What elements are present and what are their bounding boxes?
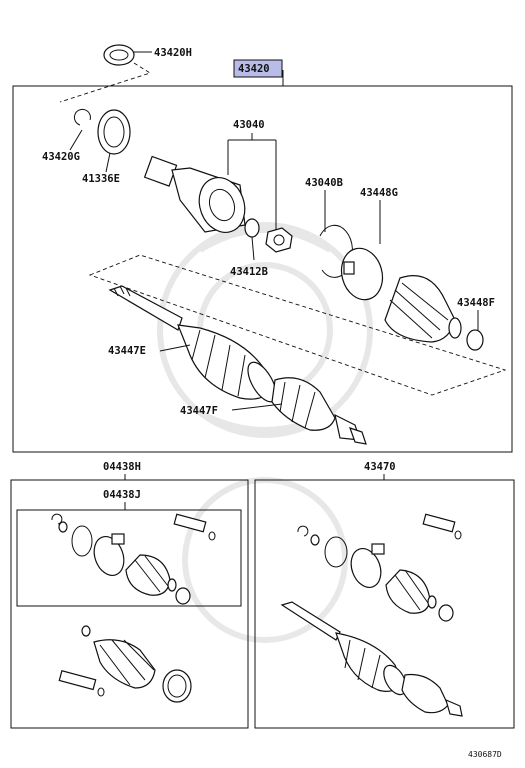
main-assembly-frame <box>12 85 513 453</box>
boot-kit-04438h-frame <box>10 479 249 729</box>
label-43447f: 43447F <box>180 405 218 417</box>
clamp-43448f[interactable] <box>466 329 484 351</box>
label-43040: 43040 <box>233 119 265 131</box>
kit-h-parts[interactable] <box>58 625 192 703</box>
label-04438j: 04438J <box>103 489 141 501</box>
kit-j-parts[interactable] <box>51 513 216 605</box>
clip-43040b[interactable] <box>319 224 353 278</box>
outboard-boot[interactable] <box>384 275 462 343</box>
boot-kit-04438j-frame <box>16 509 242 607</box>
seal-41336e[interactable] <box>97 109 131 155</box>
kit-43470-parts[interactable] <box>280 513 463 717</box>
diagram-id: 430687D <box>468 750 502 759</box>
drive-shaft[interactable] <box>108 285 183 331</box>
snap-ring-43420g[interactable] <box>74 108 91 126</box>
washer-43412b[interactable] <box>244 218 260 238</box>
seal-43420h[interactable] <box>103 44 152 66</box>
label-43448g: 43448G <box>360 187 398 199</box>
label-43448f: 43448F <box>457 297 495 309</box>
hub-nut[interactable] <box>265 227 293 253</box>
outboard-joint-43040[interactable] <box>143 155 253 238</box>
clamp-43448g[interactable] <box>336 244 388 305</box>
label-43040b: 43040B <box>305 177 343 189</box>
label-43470: 43470 <box>364 461 396 473</box>
label-43420-highlight <box>233 59 283 78</box>
label-41336e: 41336E <box>82 173 120 185</box>
label-43420g: 43420G <box>42 151 80 163</box>
label-04438h: 04438H <box>103 461 141 473</box>
label-43447e: 43447E <box>108 345 146 357</box>
inboard-boot-43447e[interactable] <box>177 324 282 406</box>
label-43420: 43420 <box>238 63 270 75</box>
label-43420h: 43420H <box>154 47 192 59</box>
inboard-joint-43447f[interactable] <box>271 377 367 445</box>
label-43412b: 43412B <box>230 266 268 278</box>
